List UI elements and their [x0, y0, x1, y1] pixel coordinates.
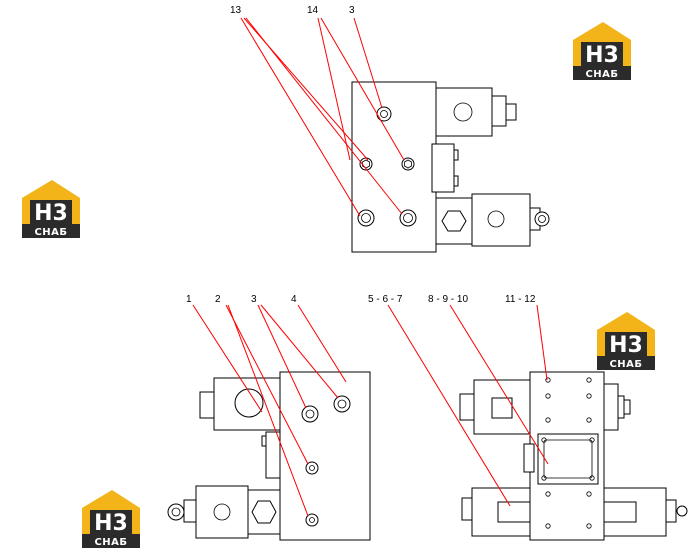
logo-left: H3 СНАБ [22, 180, 80, 238]
plug-2-upper [305, 461, 319, 475]
hex-nut-lower [251, 500, 277, 524]
callout-2: 2 [215, 294, 221, 305]
callout-1: 1 [186, 294, 192, 305]
hex-plug-1 [234, 388, 264, 418]
svg-text:СНАБ: СНАБ [609, 359, 642, 370]
svg-text:СНАБ: СНАБ [34, 227, 67, 238]
callout-4: 4 [291, 294, 297, 305]
port-3-top [376, 106, 392, 122]
lower-solenoid [471, 193, 531, 247]
svg-text:СНАБ: СНАБ [585, 69, 618, 80]
logo-middle-right: H3 СНАБ [597, 312, 655, 370]
plug-14-lower [399, 209, 417, 227]
plug-14-upper [401, 157, 415, 171]
logo-top-right: H3 СНАБ [573, 22, 631, 80]
callout-8-9-10: 8 - 9 - 10 [428, 294, 468, 305]
bottom-right-valve-view: 5 - 6 - 7 8 - 9 - 10 11 - 12 [368, 294, 688, 541]
svg-text:H3: H3 [609, 333, 643, 358]
svg-text:H3: H3 [34, 201, 68, 226]
left-lower-solenoid [195, 485, 249, 539]
callout-3-top: 3 [349, 5, 355, 16]
logo-bottom-left: H3 СНАБ [82, 490, 140, 548]
callout-5-6-7: 5 - 6 - 7 [368, 294, 403, 305]
port-4 [333, 395, 351, 413]
callout-14: 14 [307, 5, 319, 16]
upper-solenoid [435, 87, 493, 137]
port-3-left [301, 405, 319, 423]
upper-solenoid-nut [453, 102, 473, 122]
svg-text:H3: H3 [585, 43, 619, 68]
side-connector [431, 143, 455, 193]
callout-3-bottom: 3 [251, 294, 257, 305]
svg-text:H3: H3 [94, 511, 128, 536]
hex-nut [441, 210, 467, 232]
bottom-left-valve-view: 1 2 3 4 [167, 294, 371, 541]
callout-13: 13 [230, 5, 242, 16]
plug-13-lower [357, 209, 375, 227]
top-valve-view: 13 14 3 [230, 5, 550, 253]
svg-text:СНАБ: СНАБ [94, 537, 127, 548]
plug-2-lower [305, 513, 319, 527]
callout-11-12: 11 - 12 [505, 294, 536, 305]
cover-plate [537, 433, 599, 485]
left-valve-block [279, 371, 371, 541]
